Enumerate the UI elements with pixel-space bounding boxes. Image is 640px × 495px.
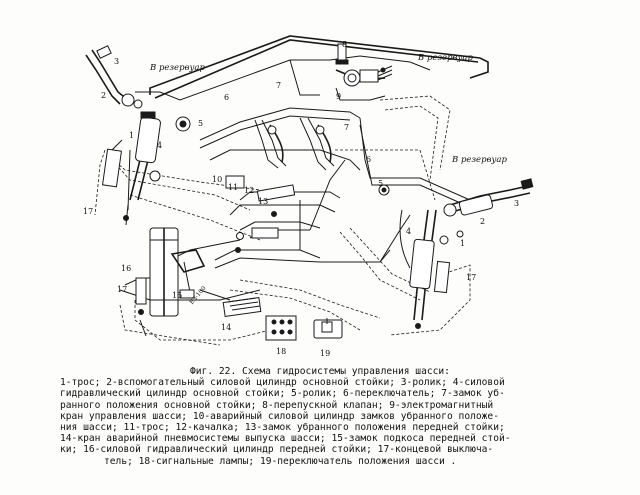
callout-6: 6	[366, 155, 371, 164]
reservoir-label-left: В резервуар	[149, 63, 205, 73]
right-main-gear	[378, 178, 534, 329]
callout-1-right: 1	[460, 239, 465, 248]
callout-17-left-upper: 17	[83, 207, 93, 216]
callout-2-left: 2	[101, 91, 106, 100]
nose-gear	[135, 227, 206, 337]
callout-4-right: 4	[406, 227, 411, 236]
caption-line-8: тель; 18-сигнальные лампы; 19-переключат…	[104, 455, 457, 467]
callout-3-left: 3	[114, 57, 119, 66]
callout-17-nose: 17	[117, 285, 127, 294]
caption-line-2: гидравлический цилиндр основной стойки; …	[60, 388, 505, 400]
callout-9: 9	[336, 92, 341, 101]
callout-12: 12	[244, 186, 254, 195]
callout-11: 11	[228, 183, 238, 192]
callout-8: 8	[342, 40, 347, 49]
callout-4-left: 4	[157, 141, 162, 150]
diagram-labels: В резервуар В резервуар В резервуар 1 2 …	[83, 40, 519, 358]
caption-line-5: ния шасси; 11-трос; 12-качалка; 13-замок…	[60, 422, 505, 434]
hydraulic-system-diagram: В резервуар В резервуар В резервуар 1 2 …	[83, 35, 534, 358]
callout-3-right: 3	[514, 199, 519, 208]
caption-line-3: ранного положения основной стойки; 8-пер…	[60, 399, 494, 411]
callout-19: 19	[320, 349, 330, 358]
caption-line-1: 1-трос; 2-вспомогательный силовой цилинд…	[60, 377, 505, 389]
callout-13: 13	[258, 197, 268, 206]
callout-7-right: 7	[344, 123, 349, 132]
callout-15: 15	[172, 291, 182, 300]
reservoir-label-top: В резервуар	[417, 53, 473, 63]
caption-line-7: ки; 16-силовой гидравлический цилиндр пе…	[60, 444, 494, 456]
caption-line-6: 14-кран аварийной пневмосистемы выпуска …	[60, 433, 511, 445]
left-main-gear	[85, 45, 191, 226]
callout-5-right: 5	[378, 179, 383, 188]
callout-5-left: 5	[198, 119, 203, 128]
callout-2-right: 2	[480, 217, 485, 226]
callout-18: 18	[276, 347, 286, 356]
callout-7-left: 7	[276, 81, 281, 90]
control-valves	[335, 43, 393, 101]
figure-caption: Фиг. 22. Схема гидросистемы управления ш…	[60, 366, 580, 467]
callout-6-left: 6	[224, 93, 229, 102]
caption-line-4: кран управления шасси; 10-аварийный сило…	[60, 410, 499, 422]
callout-1-left: 1	[129, 131, 134, 140]
central-locks	[225, 117, 335, 253]
cockpit-controls	[199, 230, 464, 341]
reservoir-label-right: В резервуар	[451, 155, 507, 165]
callout-17-right: 17	[466, 273, 476, 282]
caption-title: Фиг. 22. Схема гидросистемы управления ш…	[190, 366, 450, 377]
callout-10: 10	[212, 175, 222, 184]
callout-14: 14	[221, 323, 231, 332]
callout-16: 16	[121, 264, 131, 273]
